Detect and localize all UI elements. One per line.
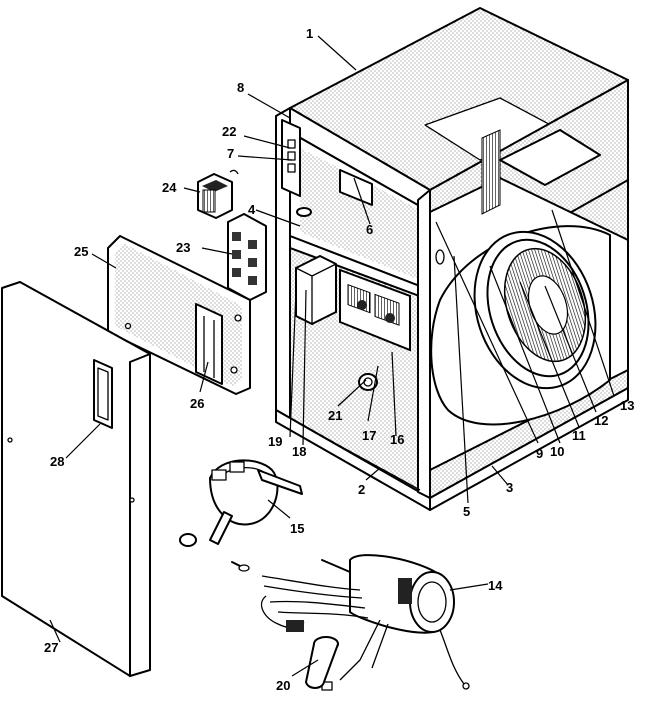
callout-9: 9 (536, 446, 543, 461)
capacitor (305, 636, 339, 689)
callout-27: 27 (44, 640, 58, 655)
callout-22: 22 (222, 124, 236, 139)
callout-20: 20 (276, 678, 290, 693)
callout-26: 26 (190, 396, 204, 411)
wire-harness (261, 575, 389, 691)
blower-motor (321, 554, 470, 690)
callout-23: 23 (176, 240, 190, 255)
terminal-strip (227, 213, 267, 301)
callout-4: 4 (248, 202, 256, 217)
control-area (281, 119, 411, 391)
access-door (1, 281, 151, 677)
grommet (358, 373, 378, 391)
callout-25: 25 (74, 244, 88, 259)
callout-3: 3 (506, 480, 513, 495)
callout-14: 14 (488, 578, 503, 593)
callout-18: 18 (292, 444, 306, 459)
callout-2: 2 (358, 482, 365, 497)
control-board (107, 235, 251, 395)
callout-7: 7 (227, 146, 234, 161)
leader-lines (49, 35, 615, 677)
callout-5: 5 (463, 504, 470, 519)
callout-6: 6 (366, 222, 373, 237)
callout-1: 1 (306, 26, 313, 41)
callout-21: 21 (328, 408, 342, 423)
transformer-box (295, 255, 337, 325)
callout-labels: 1 8 22 7 24 4 6 23 25 26 28 27 2 3 5 17 … (44, 26, 634, 693)
callout-16: 16 (390, 432, 404, 447)
callout-10: 10 (550, 444, 564, 459)
callout-13: 13 (620, 398, 634, 413)
door-panel (1, 281, 151, 677)
callout-12: 12 (594, 413, 608, 428)
callout-28: 28 (50, 454, 64, 469)
transformer (197, 169, 239, 219)
callout-11: 11 (572, 428, 586, 443)
cabinet-top-panel (290, 8, 628, 190)
callout-24: 24 (162, 180, 177, 195)
relay-box (339, 169, 373, 206)
callout-15: 15 (290, 521, 304, 536)
callout-19: 19 (268, 434, 282, 449)
callout-17: 17 (362, 428, 376, 443)
callout-8: 8 (237, 80, 244, 95)
motor-mount (179, 459, 303, 572)
